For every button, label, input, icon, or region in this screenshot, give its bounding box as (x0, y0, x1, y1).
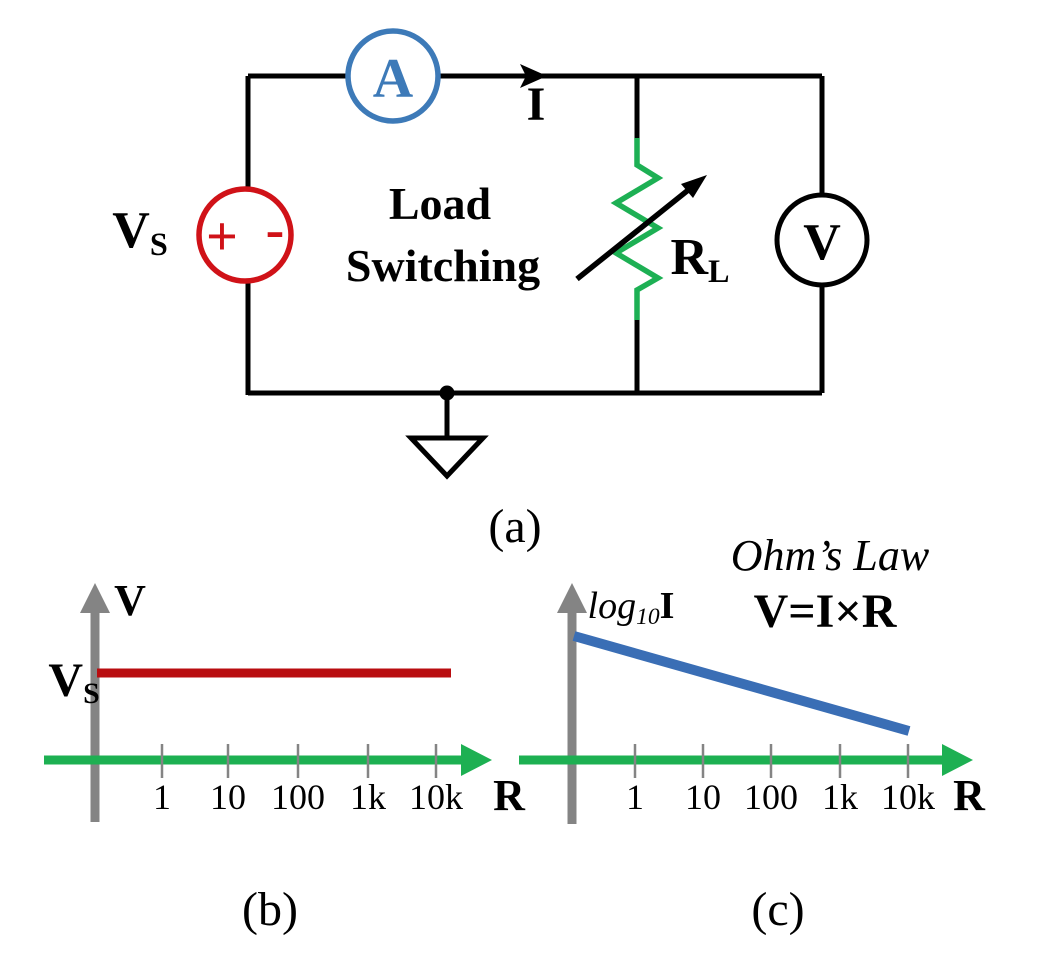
ground-triangle-icon (405, 435, 489, 480)
panel-b-caption: (b) (242, 883, 298, 936)
voltmeter-label: V (803, 214, 841, 271)
resistor-zigzag-icon (610, 138, 664, 320)
plot-b-tick-label-1k: 1k (350, 777, 386, 817)
source-plus-sign: + (206, 206, 238, 268)
plot-c-ohms-law-line (572, 631, 911, 736)
plot-c-tick-label-10: 10 (685, 777, 721, 817)
plot-c-equation: V=I×R (753, 585, 897, 638)
variable-resistor-arrow-shaft (575, 184, 694, 282)
plot-c-tick-label-100: 100 (744, 777, 798, 817)
plot-b-tick-label-100: 100 (271, 777, 325, 817)
plot-b-tick-label-10: 10 (210, 777, 246, 817)
plot-b-x-axis-label: R (493, 771, 525, 820)
current-arrowhead-icon (520, 64, 547, 88)
plot-c-tick-marks (633, 744, 910, 778)
voltmeter-circle-icon (774, 192, 870, 288)
plot-c-y-axis-arrowhead-icon (557, 583, 587, 613)
panel-c-caption: (c) (751, 883, 805, 936)
plot-c-y-axis-label: log10I (587, 585, 675, 630)
plot-c-title: Ohm’s Law (730, 531, 930, 580)
plot-b-y-axis-arrowhead-icon (80, 583, 110, 613)
current-label: I (526, 78, 546, 131)
source-minus-sign: - (265, 199, 285, 261)
variable-resistor-arrowhead-icon (681, 175, 707, 198)
voltage-source-circle-icon (196, 186, 294, 284)
plot-b-tick-marks (160, 744, 438, 778)
load-resistor-label: RL (670, 229, 730, 290)
plot-c-graphics (519, 583, 973, 824)
plot-b-tick-label-10k: 10k (409, 777, 463, 817)
plot-b-vs-annotation: VS (48, 654, 100, 711)
plot-b-tick-label-1: 1 (153, 777, 171, 817)
plot-b-x-axis-arrowhead-icon (461, 744, 492, 776)
load-switching-text-line1: Load (388, 178, 492, 229)
panel-a-caption: (a) (488, 500, 542, 553)
plot-c-x-axis-label: R (953, 771, 985, 820)
load-switching-text-line2: Switching (345, 240, 541, 291)
plot-c-tick-label-10k: 10k (881, 777, 935, 817)
plot-b-graphics (44, 583, 492, 822)
ammeter-label: A (372, 48, 414, 110)
circuit-diagram (196, 28, 870, 480)
plot-c-x-axis-arrowhead-icon (942, 744, 973, 776)
plot-c-tick-label-1: 1 (626, 777, 644, 817)
source-voltage-label: VS (112, 202, 168, 263)
plot-c-tick-label-1k: 1k (822, 777, 858, 817)
plot-b-y-axis-label: V (114, 576, 146, 625)
ammeter-circle-icon (345, 28, 441, 124)
